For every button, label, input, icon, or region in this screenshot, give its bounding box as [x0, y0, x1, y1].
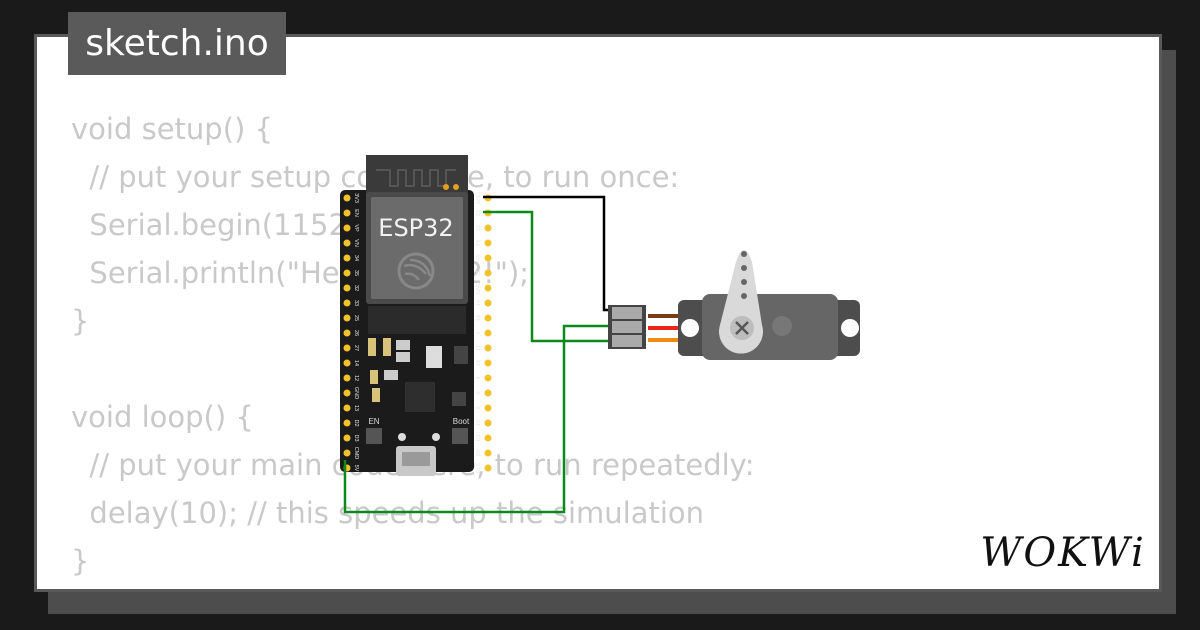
pin-pad[interactable] [484, 359, 492, 367]
pin-pad[interactable] [484, 224, 492, 232]
pin-label: 14 [353, 360, 359, 366]
pin-label: 25 [353, 315, 359, 321]
espressif-logo-icon [397, 252, 435, 290]
pin-label: 12 [353, 375, 359, 381]
signal-wire[interactable] [483, 210, 612, 343]
project-card: void setup() { // put your setup code he… [34, 34, 1162, 592]
pin-pad[interactable] [343, 434, 351, 442]
pin-label: 0 [476, 391, 482, 394]
pin-label: D2 [353, 419, 359, 426]
pin-label: VP [353, 224, 359, 232]
pin-pad[interactable] [484, 284, 492, 292]
pin-label: 34 [353, 255, 359, 261]
pin-label: CMD [353, 447, 359, 460]
pin-pad[interactable] [343, 314, 351, 322]
pin-pad[interactable] [343, 359, 351, 367]
pin-label: GND [476, 192, 482, 204]
servo-motor[interactable] [608, 250, 860, 360]
pin-pad[interactable] [484, 389, 492, 397]
pin-pad[interactable] [343, 344, 351, 352]
wokwi-logo: WOKWi [980, 530, 1146, 576]
pin-pad[interactable] [343, 269, 351, 277]
pin-label: D0 [476, 449, 482, 456]
pin-label: 33 [353, 300, 359, 306]
code-editor: void setup() { // put your setup code he… [71, 105, 755, 585]
pin-label: 17 [476, 345, 482, 351]
usb-chip-icon [405, 382, 435, 412]
pin-pad[interactable] [484, 344, 492, 352]
boot-label: Boot [453, 417, 470, 426]
pin-label: 16 [476, 360, 482, 366]
pin-pad[interactable] [484, 374, 492, 382]
pin-label: D1 [476, 434, 482, 441]
pin-label: 22 [476, 225, 482, 231]
pin-label: 5V [353, 465, 359, 472]
pin-pad[interactable] [484, 449, 492, 457]
pin-pad[interactable] [343, 389, 351, 397]
en-label: EN [368, 417, 379, 426]
pin-label: 23 [476, 210, 482, 216]
pin-pad[interactable] [343, 209, 351, 217]
en-button[interactable] [366, 428, 382, 444]
pin-pad[interactable] [343, 224, 351, 232]
pin-label: 5 [476, 331, 482, 334]
pin-label: 4 [476, 376, 482, 379]
code-line: void loop() { [71, 400, 254, 434]
pin-label: 26 [353, 330, 359, 336]
pin-label: 2 [476, 406, 482, 409]
pin-pad[interactable] [343, 374, 351, 382]
pin-pad[interactable] [343, 329, 351, 337]
pin-pad[interactable] [484, 434, 492, 442]
pin-label: 3V3 [353, 193, 359, 203]
pin-label: 13 [353, 405, 359, 411]
pin-label: CLK [476, 462, 482, 473]
pin-pad[interactable] [484, 314, 492, 322]
module-label: ESP32 [378, 214, 453, 242]
pin-label: 19 [476, 300, 482, 306]
pin-pad[interactable] [484, 299, 492, 307]
pin-label: 27 [353, 345, 359, 351]
pin-pad[interactable] [343, 419, 351, 427]
pin-label: 15 [476, 420, 482, 426]
pin-pad[interactable] [484, 239, 492, 247]
pin-label: EN [353, 209, 359, 217]
pin-label: 18 [476, 315, 482, 321]
pin-pad[interactable] [484, 254, 492, 262]
gnd-wire[interactable] [483, 195, 612, 312]
pin-label: 21 [476, 270, 482, 276]
pin-pad[interactable] [484, 419, 492, 427]
pin-label: RX [476, 254, 482, 262]
pin-label: TX [476, 239, 482, 246]
pin-label: VN [353, 239, 359, 247]
pin-label: GND [476, 282, 482, 294]
code-line: void setup() { [71, 112, 273, 146]
pin-label: 35 [353, 270, 359, 276]
antenna-icon [366, 155, 468, 195]
pin-label: GND [353, 387, 359, 399]
pin-label: 32 [353, 285, 359, 291]
code-line: } [71, 544, 90, 578]
pin-pad[interactable] [343, 239, 351, 247]
pin-label: D3 [353, 434, 359, 441]
pin-pad[interactable] [484, 269, 492, 277]
pin-pad[interactable] [343, 404, 351, 412]
esp32-board[interactable]: ESP32 EN Boot 3V3ENVPVN34353233252627141… [340, 155, 492, 476]
boot-button[interactable] [452, 428, 468, 444]
file-tab[interactable]: sketch.ino [68, 12, 286, 75]
pin-pad[interactable] [343, 254, 351, 262]
pin-pad[interactable] [343, 284, 351, 292]
code-line: } [71, 304, 90, 338]
pin-pad[interactable] [343, 449, 351, 457]
pin-pad[interactable] [343, 299, 351, 307]
pin-pad[interactable] [484, 329, 492, 337]
pin-pad[interactable] [484, 404, 492, 412]
pin-pad[interactable] [484, 464, 492, 472]
power-wire[interactable] [343, 324, 612, 514]
pin-pad[interactable] [343, 194, 351, 202]
